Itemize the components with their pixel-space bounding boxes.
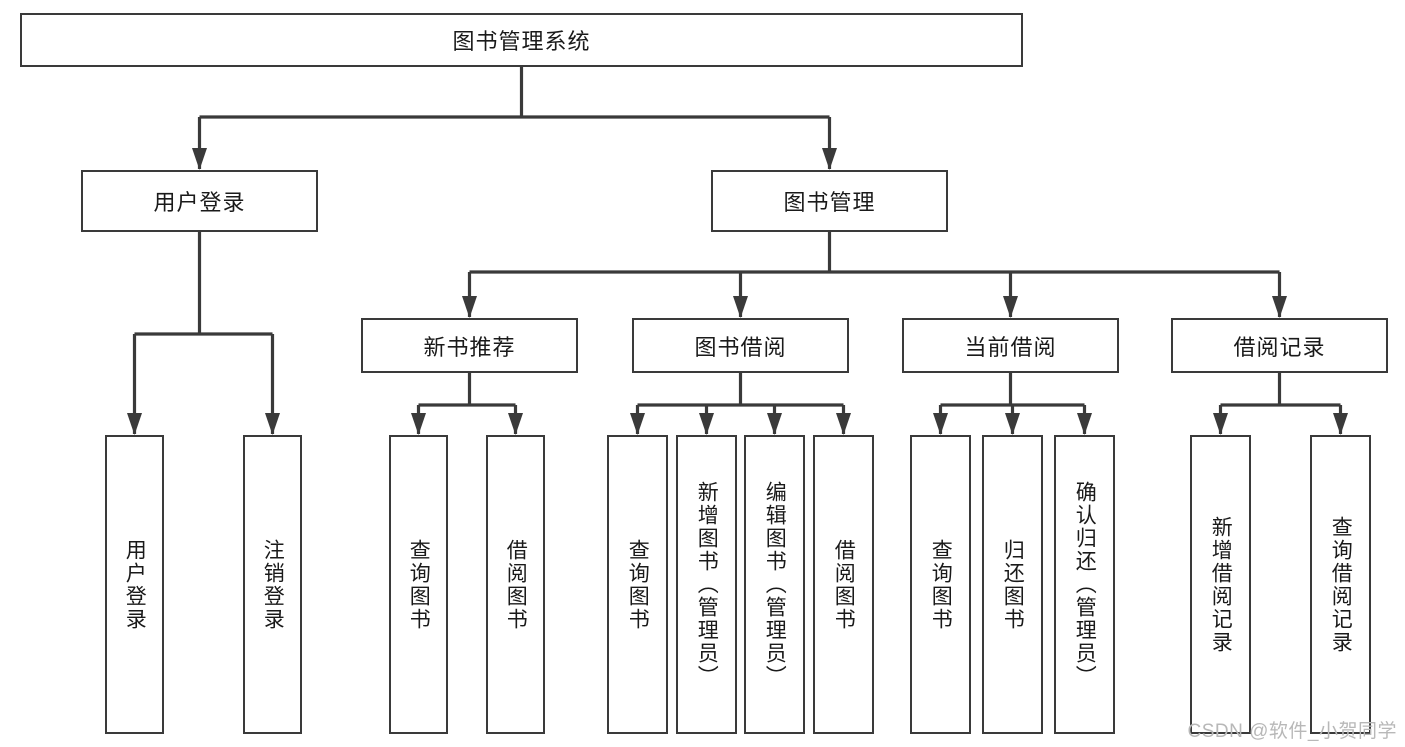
- node-label: 新增借阅记录: [1209, 515, 1233, 654]
- node-label: 图书借阅: [694, 334, 787, 360]
- node-label: 借阅图书: [832, 538, 856, 631]
- node-label: 用户登录: [153, 190, 246, 215]
- node-leaf-edit-book[interactable]: 编辑图书（管理员）: [744, 435, 805, 734]
- node-leaf-query-record[interactable]: 查询借阅记录: [1310, 435, 1371, 734]
- node-leaf-query-book-1[interactable]: 查询图书: [389, 435, 448, 734]
- node-leaf-add-book[interactable]: 新增图书（管理员）: [676, 435, 737, 734]
- node-borrow-record[interactable]: 借阅记录: [1171, 318, 1388, 373]
- node-label: 用户登录: [123, 538, 147, 631]
- node-book-borrow[interactable]: 图书借阅: [632, 318, 849, 373]
- node-label: 借阅记录: [1233, 334, 1326, 360]
- node-label: 新书推荐: [423, 334, 516, 360]
- node-label: 当前借阅: [964, 334, 1057, 360]
- node-leaf-borrow-book-1[interactable]: 借阅图书: [486, 435, 545, 734]
- node-label: 新增图书（管理员）: [695, 481, 719, 688]
- node-label: 编辑图书（管理员）: [763, 481, 787, 688]
- node-new-book-rec[interactable]: 新书推荐: [361, 318, 578, 373]
- node-leaf-confirm-return[interactable]: 确认归还（管理员）: [1054, 435, 1115, 734]
- node-label: 注销登录: [261, 538, 285, 631]
- node-leaf-user-logout[interactable]: 注销登录: [243, 435, 302, 734]
- node-label: 图书管理: [783, 190, 876, 215]
- node-leaf-return-book[interactable]: 归还图书: [982, 435, 1043, 734]
- node-leaf-query-book-3[interactable]: 查询图书: [910, 435, 971, 734]
- node-user-login[interactable]: 用户登录: [81, 170, 318, 232]
- node-book-manage[interactable]: 图书管理: [711, 170, 948, 232]
- node-leaf-query-book-2[interactable]: 查询图书: [607, 435, 668, 734]
- node-label: 归还图书: [1001, 538, 1025, 631]
- node-label: 查询借阅记录: [1329, 515, 1353, 654]
- node-leaf-add-record[interactable]: 新增借阅记录: [1190, 435, 1251, 734]
- node-label: 借阅图书: [504, 538, 528, 631]
- node-leaf-user-login[interactable]: 用户登录: [105, 435, 164, 734]
- node-label: 图书管理系统: [452, 29, 591, 54]
- node-label: 查询图书: [929, 538, 953, 631]
- watermark-label: CSDN @软件_小贺同学: [1187, 721, 1397, 742]
- node-current-borrow[interactable]: 当前借阅: [902, 318, 1119, 373]
- node-root[interactable]: 图书管理系统: [20, 13, 1023, 67]
- node-label: 确认归还（管理员）: [1073, 481, 1097, 688]
- node-leaf-borrow-book-2[interactable]: 借阅图书: [813, 435, 874, 734]
- node-label: 查询图书: [626, 538, 650, 631]
- node-label: 查询图书: [407, 538, 431, 631]
